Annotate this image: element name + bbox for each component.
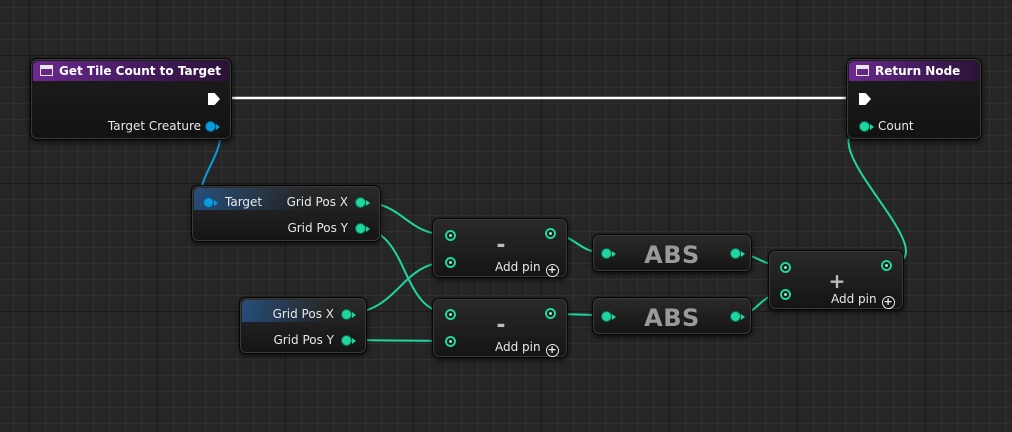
add-node[interactable]: + Add pin+ xyxy=(768,250,904,310)
int-wire-add-to-return xyxy=(847,124,907,266)
add-pin-icon: + xyxy=(545,343,559,357)
subtract-1-add-pin-button[interactable]: Add pin + xyxy=(495,260,559,277)
return-node-title: Return Node xyxy=(875,64,961,78)
return-node-header: Return Node xyxy=(849,61,979,81)
subtract-1-operator: - xyxy=(496,233,506,258)
add-input-a-pin[interactable] xyxy=(780,262,791,273)
subtract-2-output-pin[interactable] xyxy=(545,308,556,319)
subtract-1-output-pin[interactable] xyxy=(545,228,556,239)
entry-node[interactable]: Get Tile Count to Target Target Creature xyxy=(30,58,232,140)
grid-pos-x-pin[interactable] xyxy=(355,197,370,208)
subtract-2-input-b-pin[interactable] xyxy=(445,336,456,347)
subtract-2-input-a-pin[interactable] xyxy=(445,309,456,320)
subtract-2-add-pin-button[interactable]: Add pin + xyxy=(495,340,559,357)
subtract-1-add-pin-label: Add pin xyxy=(495,260,541,274)
target-glow xyxy=(194,188,305,210)
count-label: Count xyxy=(878,119,914,133)
subtract-2-add-pin-label: Add pin xyxy=(495,340,541,354)
add-input-b-pin[interactable] xyxy=(780,289,791,300)
entry-node-header: Get Tile Count to Target xyxy=(33,61,229,81)
target-grid-pos-node[interactable]: Target Grid Pos X Grid Pos Y xyxy=(191,185,381,242)
exec-output-pin[interactable] xyxy=(208,93,220,105)
add-add-pin-button[interactable]: Add pin + xyxy=(831,292,895,309)
add-operator: + xyxy=(828,269,846,293)
entry-node-title: Get Tile Count to Target xyxy=(59,64,221,78)
self-grid-pos-node[interactable]: Grid Pos X Grid Pos Y xyxy=(239,297,367,354)
self-grid-pos-y-label: Grid Pos Y xyxy=(273,333,334,347)
self-glow xyxy=(242,300,329,322)
count-pin[interactable] xyxy=(859,121,874,132)
add-output-pin[interactable] xyxy=(881,260,892,271)
grid-pos-y-pin[interactable] xyxy=(355,223,370,234)
add-add-pin-label: Add pin xyxy=(831,292,877,306)
target-input-pin[interactable] xyxy=(203,197,218,208)
function-icon xyxy=(856,65,869,76)
abs-1-output-pin[interactable] xyxy=(730,248,745,259)
function-icon xyxy=(40,65,53,76)
grid-pos-x-label: Grid Pos X xyxy=(286,195,348,209)
self-grid-pos-y-pin[interactable] xyxy=(341,335,356,346)
abs-2-input-pin[interactable] xyxy=(601,311,616,322)
subtract-node-2[interactable]: - Add pin + xyxy=(432,298,568,358)
abs-1-input-pin[interactable] xyxy=(601,248,616,259)
target-creature-label: Target Creature xyxy=(107,119,201,133)
grid-pos-y-label: Grid Pos Y xyxy=(287,221,348,235)
abs-2-label: ABS xyxy=(644,304,700,332)
add-pin-icon: + xyxy=(881,295,895,309)
abs-node-2[interactable]: ABS xyxy=(592,297,752,335)
target-creature-pin[interactable] xyxy=(205,121,220,132)
abs-node-1[interactable]: ABS xyxy=(592,234,752,272)
exec-input-pin[interactable] xyxy=(859,93,871,105)
return-node[interactable]: Return Node Count xyxy=(846,58,982,140)
abs-1-label: ABS xyxy=(644,241,700,269)
subtract-1-input-a-pin[interactable] xyxy=(445,230,456,241)
self-grid-pos-x-label: Grid Pos X xyxy=(272,307,334,321)
subtract-1-input-b-pin[interactable] xyxy=(445,257,456,268)
self-grid-pos-x-pin[interactable] xyxy=(341,309,356,320)
add-pin-icon: + xyxy=(545,263,559,277)
target-label: Target xyxy=(225,195,263,209)
subtract-2-operator: - xyxy=(496,313,506,338)
subtract-node-1[interactable]: - Add pin + xyxy=(432,218,568,278)
abs-2-output-pin[interactable] xyxy=(730,311,745,322)
